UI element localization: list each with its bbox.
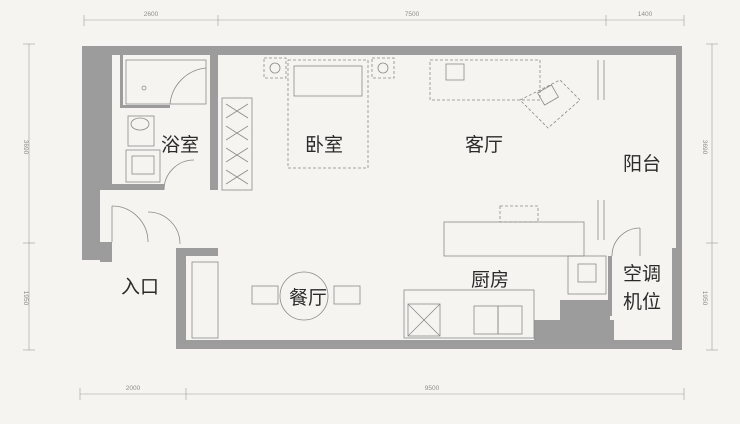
room-label-entrance: 入口 bbox=[121, 276, 159, 298]
dimension-left: 3690 1950 bbox=[22, 43, 35, 351]
dim-left-2: 1950 bbox=[22, 291, 29, 306]
fixtures bbox=[111, 57, 641, 339]
dim-top-3: 1400 bbox=[638, 11, 653, 18]
dim-left-1: 3690 bbox=[22, 140, 29, 155]
dim-bottom-1: 2000 bbox=[126, 385, 141, 392]
room-label-balcony: 阳台 bbox=[623, 153, 661, 175]
room-labels: 浴室 卧室 客厅 阳台 入口 餐厅 厨房 空调 机位 bbox=[121, 134, 661, 313]
room-label-ac-unit-line2: 机位 bbox=[623, 291, 661, 313]
dimension-bottom: 2000 9500 bbox=[79, 385, 685, 400]
dim-top-2: 7500 bbox=[405, 11, 420, 18]
room-label-kitchen: 厨房 bbox=[471, 269, 509, 291]
room-label-living-room: 客厅 bbox=[465, 134, 503, 156]
dimension-right: 3690 1950 bbox=[701, 43, 718, 351]
dimension-top: 2600 7500 1400 bbox=[83, 11, 685, 26]
room-label-ac-unit-line1: 空调 bbox=[623, 263, 661, 285]
room-label-bedroom: 卧室 bbox=[305, 134, 343, 156]
dim-right-1: 3690 bbox=[701, 140, 708, 155]
room-label-dining-room: 餐厅 bbox=[289, 287, 327, 309]
dim-right-2: 1950 bbox=[701, 291, 708, 306]
dim-top-1: 2600 bbox=[144, 11, 159, 18]
room-label-bathroom: 浴室 bbox=[161, 134, 199, 156]
dim-bottom-2: 9500 bbox=[425, 385, 440, 392]
walls bbox=[82, 46, 682, 350]
